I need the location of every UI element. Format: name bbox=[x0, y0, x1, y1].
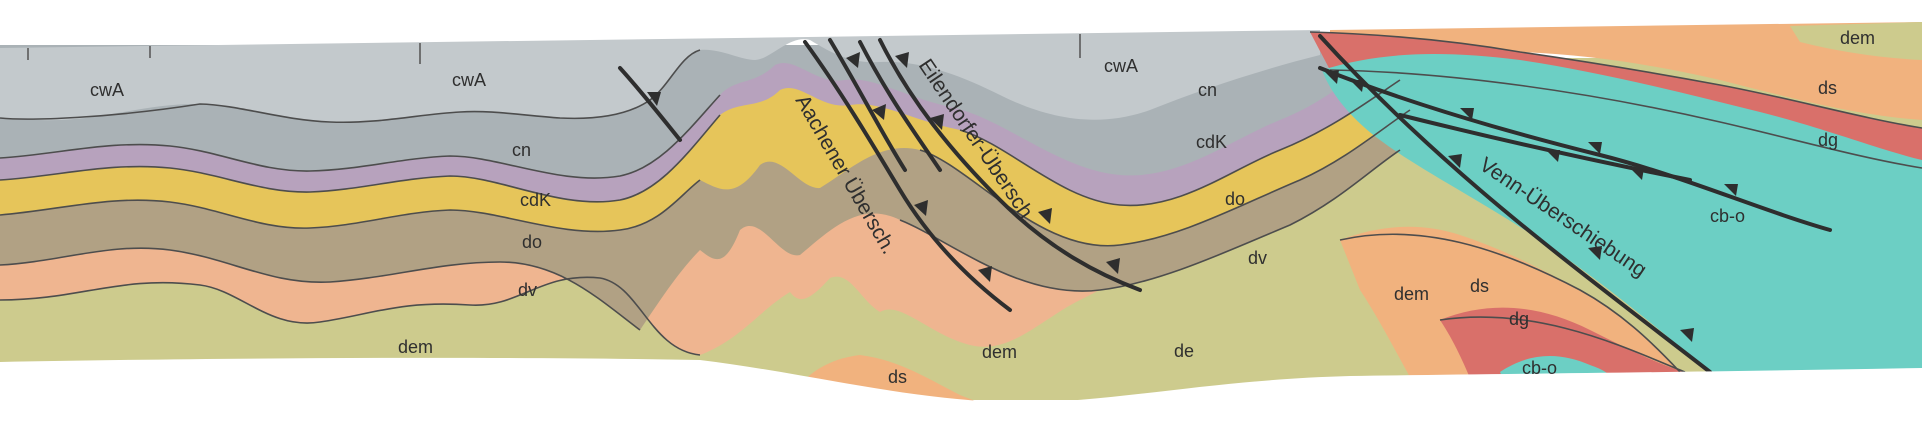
thrust-tooth bbox=[1630, 168, 1644, 180]
thrust-tooth bbox=[1448, 154, 1462, 168]
thrust-tooth bbox=[978, 266, 992, 282]
thrust-tooth bbox=[846, 52, 860, 68]
unit-label: de bbox=[1174, 341, 1194, 361]
thrust-tooth bbox=[1350, 80, 1364, 92]
borehole-markers bbox=[27, 34, 1081, 64]
thrust-tooth bbox=[1680, 328, 1694, 342]
unit-label: cdK bbox=[1196, 132, 1227, 152]
unit-label: dv bbox=[518, 280, 537, 300]
unit-label: dg bbox=[1818, 130, 1838, 150]
aachener-fault-splay bbox=[828, 38, 907, 172]
horizon-line bbox=[1329, 69, 1922, 169]
thrust-tooth bbox=[1588, 142, 1602, 154]
paper-edge bbox=[0, 357, 1922, 445]
horizon-line bbox=[0, 94, 721, 179]
unit-label: cb-o bbox=[1522, 358, 1557, 378]
horizon-line bbox=[0, 49, 701, 124]
stratum-cwA bbox=[0, 30, 1320, 123]
horizon-line bbox=[959, 79, 1401, 207]
unit-label: dem bbox=[398, 337, 433, 357]
unit-label: cdK bbox=[520, 190, 551, 210]
unit-label: do bbox=[522, 232, 542, 252]
unit-label: cn bbox=[1198, 80, 1217, 100]
unit-label: dem bbox=[1840, 28, 1875, 48]
unit-label: cn bbox=[512, 140, 531, 160]
small-fault-line bbox=[618, 66, 682, 142]
horizon-line bbox=[0, 114, 721, 203]
thrust-tooth bbox=[895, 52, 909, 68]
thrust-tooth bbox=[872, 104, 886, 120]
unit-label: cwA bbox=[452, 70, 486, 90]
eilendorfer-fault-line bbox=[878, 38, 1142, 292]
thrust-tooth bbox=[1325, 70, 1339, 84]
aachener-fault-line bbox=[803, 40, 1012, 312]
thrust-tooth bbox=[914, 200, 928, 216]
thrust-tooth bbox=[1588, 246, 1602, 260]
horizon-line bbox=[899, 149, 1401, 292]
unit-label: dg bbox=[1509, 309, 1529, 329]
unit-label: cb-o bbox=[1710, 206, 1745, 226]
thrust-tooth bbox=[1724, 184, 1738, 196]
horizon-line bbox=[0, 179, 701, 233]
venn-fault-branch bbox=[1398, 113, 1692, 182]
venn-fault-upper bbox=[1318, 66, 1832, 232]
thrust-tooth bbox=[1460, 108, 1474, 120]
unit-label: do bbox=[1225, 189, 1245, 209]
unit-label: ds bbox=[1818, 78, 1837, 98]
unit-label: cwA bbox=[90, 80, 124, 100]
stratum-dem-top-right bbox=[1790, 22, 1922, 60]
thrust-tooth bbox=[1038, 208, 1052, 224]
thrust-tooth bbox=[930, 114, 944, 130]
thrust-tooth bbox=[1106, 258, 1120, 274]
horizon-line bbox=[0, 247, 641, 331]
thrust-tooth bbox=[647, 92, 661, 106]
unit-label: cwA bbox=[1104, 56, 1138, 76]
horizon-line bbox=[1439, 316, 1686, 373]
unit-label: dem bbox=[1394, 284, 1429, 304]
unit-label: dv bbox=[1248, 248, 1267, 268]
horizon-line bbox=[0, 276, 701, 356]
unit-label: ds bbox=[888, 367, 907, 387]
horizon-line bbox=[1309, 31, 1922, 129]
unit-label: ds bbox=[1470, 276, 1489, 296]
unit-label: dem bbox=[982, 342, 1017, 362]
horizon-line bbox=[1339, 233, 1681, 373]
thrust-tooth bbox=[1546, 150, 1560, 162]
eilendorfer-fault-splay bbox=[858, 40, 942, 172]
thrust-teeth bbox=[647, 52, 1738, 342]
